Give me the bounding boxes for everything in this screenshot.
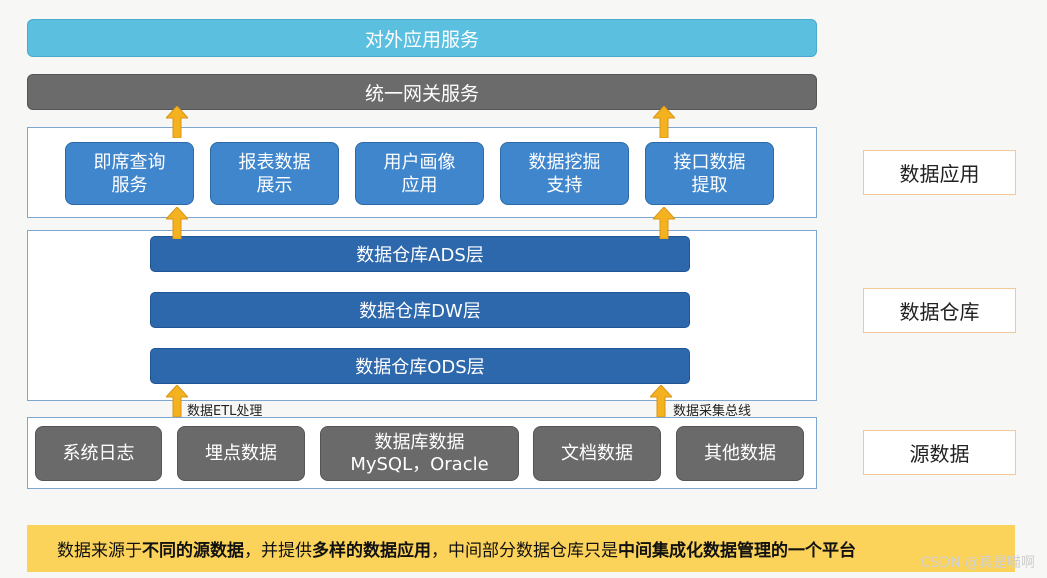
footer-text-3: ，中间部分数据仓库只是 <box>431 541 618 561</box>
summary-footer: 数据来源于不同的源数据，并提供多样的数据应用，中间部分数据仓库只是中间集成化数据… <box>27 525 1015 572</box>
source-box-document-data: 文档数据 <box>533 426 661 481</box>
source-box-database-data: 数据库数据 MySQL，Oracle <box>320 426 519 481</box>
source-box-line1: 文档数据 <box>561 442 633 464</box>
app-box-data-mining: 数据挖掘 支持 <box>500 142 629 205</box>
external-app-service-bar: 对外应用服务 <box>27 19 817 57</box>
side-label-source-data: 源数据 <box>863 430 1016 475</box>
app-box-line2: 提取 <box>691 174 728 196</box>
source-box-line1: 系统日志 <box>62 442 135 464</box>
app-box-line1: 数据挖掘 <box>528 151 601 173</box>
app-box-line1: 用户画像 <box>383 151 456 173</box>
footer-bold-1: 不同的源数据 <box>142 541 244 561</box>
footer-text-2: ，并提供 <box>244 541 312 561</box>
app-box-report-display: 报表数据 展示 <box>210 142 339 205</box>
footer-text-1: 数据来源于 <box>57 541 142 561</box>
footer-bold-2: 多样的数据应用 <box>312 541 431 561</box>
side-label-text: 数据应用 <box>899 162 980 186</box>
up-arrow-icon <box>166 106 188 138</box>
footer-bold-3: 中间集成化数据管理的一个平台 <box>618 541 856 561</box>
app-box-user-profile: 用户画像 应用 <box>355 142 484 205</box>
unified-gateway-label: 统一网关服务 <box>364 82 479 105</box>
up-arrow-icon <box>166 207 188 239</box>
layer-dw-label: 数据仓库DW层 <box>359 301 481 322</box>
source-box-line2: MySQL，Oracle <box>350 453 489 475</box>
app-box-line2: 应用 <box>401 174 438 196</box>
source-box-line1: 数据库数据 <box>374 431 465 453</box>
side-label-text: 源数据 <box>909 442 970 466</box>
layer-ods-label: 数据仓库ODS层 <box>355 357 485 378</box>
side-label-data-warehouse: 数据仓库 <box>863 288 1016 333</box>
app-box-interface-extract: 接口数据 提取 <box>645 142 774 205</box>
side-label-text: 数据仓库 <box>899 300 980 324</box>
source-box-other-data: 其他数据 <box>676 426 804 481</box>
app-box-line2: 展示 <box>256 174 293 196</box>
side-label-data-application: 数据应用 <box>863 150 1016 195</box>
csdn-watermark: CSDN @真是喵啊 <box>920 555 1035 571</box>
app-box-line1: 报表数据 <box>238 151 311 173</box>
up-arrow-icon <box>653 207 675 239</box>
layer-dw: 数据仓库DW层 <box>150 292 690 328</box>
app-box-line1: 接口数据 <box>673 151 746 173</box>
source-box-line1: 埋点数据 <box>205 442 277 464</box>
up-arrow-icon <box>653 106 675 138</box>
layer-ads-label: 数据仓库ADS层 <box>356 245 484 266</box>
layer-ads: 数据仓库ADS层 <box>150 236 690 272</box>
app-box-line2: 服务 <box>111 174 148 196</box>
source-box-system-log: 系统日志 <box>35 426 162 481</box>
app-box-line2: 支持 <box>546 174 583 196</box>
up-arrow-icon <box>650 385 672 417</box>
app-box-line1: 即席查询 <box>93 151 166 173</box>
collection-bus-label: 数据采集总线 <box>673 404 752 419</box>
app-box-adhoc-query: 即席查询 服务 <box>65 142 194 205</box>
layer-ods: 数据仓库ODS层 <box>150 348 690 384</box>
external-app-service-label: 对外应用服务 <box>364 28 479 51</box>
up-arrow-icon <box>166 385 188 417</box>
etl-process-label: 数据ETL处理 <box>187 404 263 419</box>
source-box-line1: 其他数据 <box>704 442 776 464</box>
source-box-tracking-data: 埋点数据 <box>177 426 305 481</box>
unified-gateway-bar: 统一网关服务 <box>27 74 817 110</box>
